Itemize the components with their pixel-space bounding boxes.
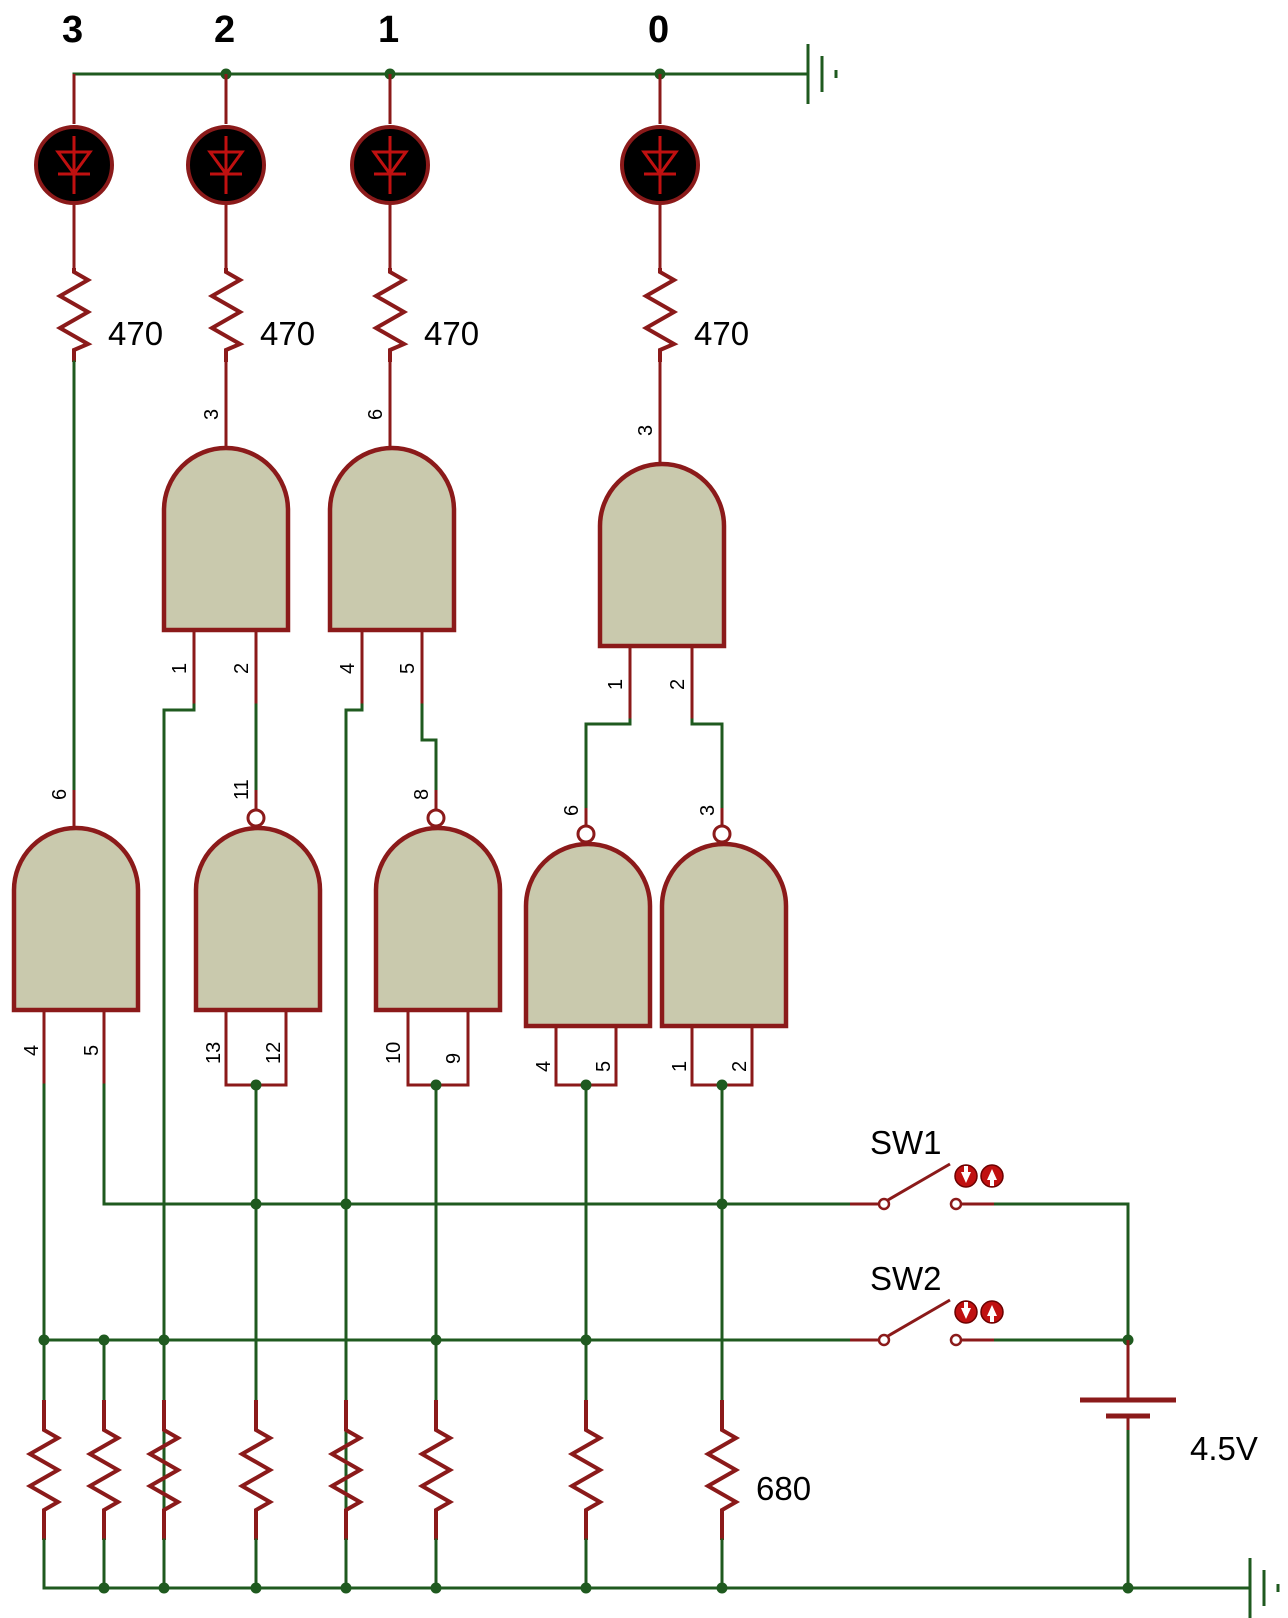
pin-label: 6 xyxy=(365,409,387,420)
pull-down-resistor xyxy=(567,1400,605,1540)
pin-label: 3 xyxy=(635,425,657,436)
pin-label: 6 xyxy=(561,805,583,816)
pin-label: 11 xyxy=(231,779,253,800)
pin-label: 2 xyxy=(231,663,253,674)
switch-sw1-down-control[interactable] xyxy=(954,1164,978,1188)
middle-wiring xyxy=(162,703,724,1590)
top-ground-rail xyxy=(72,44,838,104)
battery-icon xyxy=(1080,1340,1176,1430)
resistor-470-2 xyxy=(207,268,245,362)
pull-down-resistor xyxy=(25,1400,63,1540)
nand-gate-c xyxy=(523,808,653,1087)
resistor-1-value: 470 xyxy=(424,315,479,352)
pull-down-resistor xyxy=(417,1400,455,1540)
switch-sw2-label: SW2 xyxy=(870,1260,942,1297)
pin-label: 6 xyxy=(49,789,71,800)
bottom-ground-icon xyxy=(1248,1558,1280,1618)
pin-label: 5 xyxy=(81,1045,103,1056)
led-2-icon xyxy=(186,125,266,205)
pin-label: 8 xyxy=(411,789,433,800)
pin-label: 3 xyxy=(697,805,719,816)
pin-label: 9 xyxy=(443,1053,465,1064)
resistor-470-0 xyxy=(641,268,679,362)
and-gate-bit-3 xyxy=(11,790,141,1085)
pull-down-resistor-680 xyxy=(703,1400,741,1540)
and-gate-bit-0 xyxy=(597,461,727,720)
pin-label: 10 xyxy=(383,1042,405,1064)
bit-label-1: 1 xyxy=(378,9,399,51)
bit-label-2: 2 xyxy=(214,9,235,51)
pull-down-resistor-value: 680 xyxy=(756,1470,811,1507)
pin-label: 1 xyxy=(669,1061,691,1072)
pull-down-resistors xyxy=(25,1400,741,1590)
bit-label-0: 0 xyxy=(648,9,669,51)
led-column-3 xyxy=(34,74,114,792)
pin-label: 3 xyxy=(201,409,223,420)
switch-sw2-up-control[interactable] xyxy=(980,1300,1004,1324)
pin-label: 2 xyxy=(667,679,689,690)
pin-label: 12 xyxy=(263,1042,285,1064)
pull-down-resistor xyxy=(145,1400,183,1540)
pin-label: 1 xyxy=(605,679,627,690)
resistor-2-value: 470 xyxy=(260,315,315,352)
resistor-470-1 xyxy=(371,268,409,362)
and-gate-bit-2 xyxy=(161,445,291,705)
input-wiring xyxy=(38,1079,1252,1594)
pull-down-resistor xyxy=(327,1400,365,1540)
nand-gate-b xyxy=(373,790,503,1087)
nand-gate-d xyxy=(659,808,789,1087)
pin-label: 1 xyxy=(169,663,191,674)
pin-label: 4 xyxy=(533,1061,555,1072)
nand-gate-a xyxy=(193,790,323,1087)
led-0-icon xyxy=(620,125,700,205)
battery-voltage-label: 4.5V xyxy=(1190,1430,1258,1467)
bit-label-3: 3 xyxy=(62,9,83,51)
switch-sw2[interactable] xyxy=(850,1298,1004,1347)
pin-label: 4 xyxy=(337,663,359,674)
resistor-0-value: 470 xyxy=(694,315,749,352)
led-column-0 xyxy=(620,74,700,466)
and-gate-bit-1 xyxy=(327,445,457,705)
switch-sw1-label: SW1 xyxy=(870,1124,942,1161)
pull-down-resistor xyxy=(85,1400,123,1540)
pin-label: 13 xyxy=(203,1042,225,1064)
switch-sw2-down-control[interactable] xyxy=(954,1300,978,1324)
resistor-470-3 xyxy=(55,268,93,362)
led-column-2 xyxy=(186,74,266,450)
pin-label: 5 xyxy=(397,663,419,674)
switch-sw1-up-control[interactable] xyxy=(980,1164,1004,1188)
switch-sw1[interactable] xyxy=(850,1162,1004,1211)
led-column-1 xyxy=(350,74,430,450)
pin-label: 4 xyxy=(21,1045,43,1056)
pin-label: 2 xyxy=(729,1061,751,1072)
led-3-icon xyxy=(34,125,114,205)
led-1-icon xyxy=(350,125,430,205)
resistor-3-value: 470 xyxy=(108,315,163,352)
pin-label: 5 xyxy=(593,1061,615,1072)
pull-down-resistor xyxy=(237,1400,275,1540)
